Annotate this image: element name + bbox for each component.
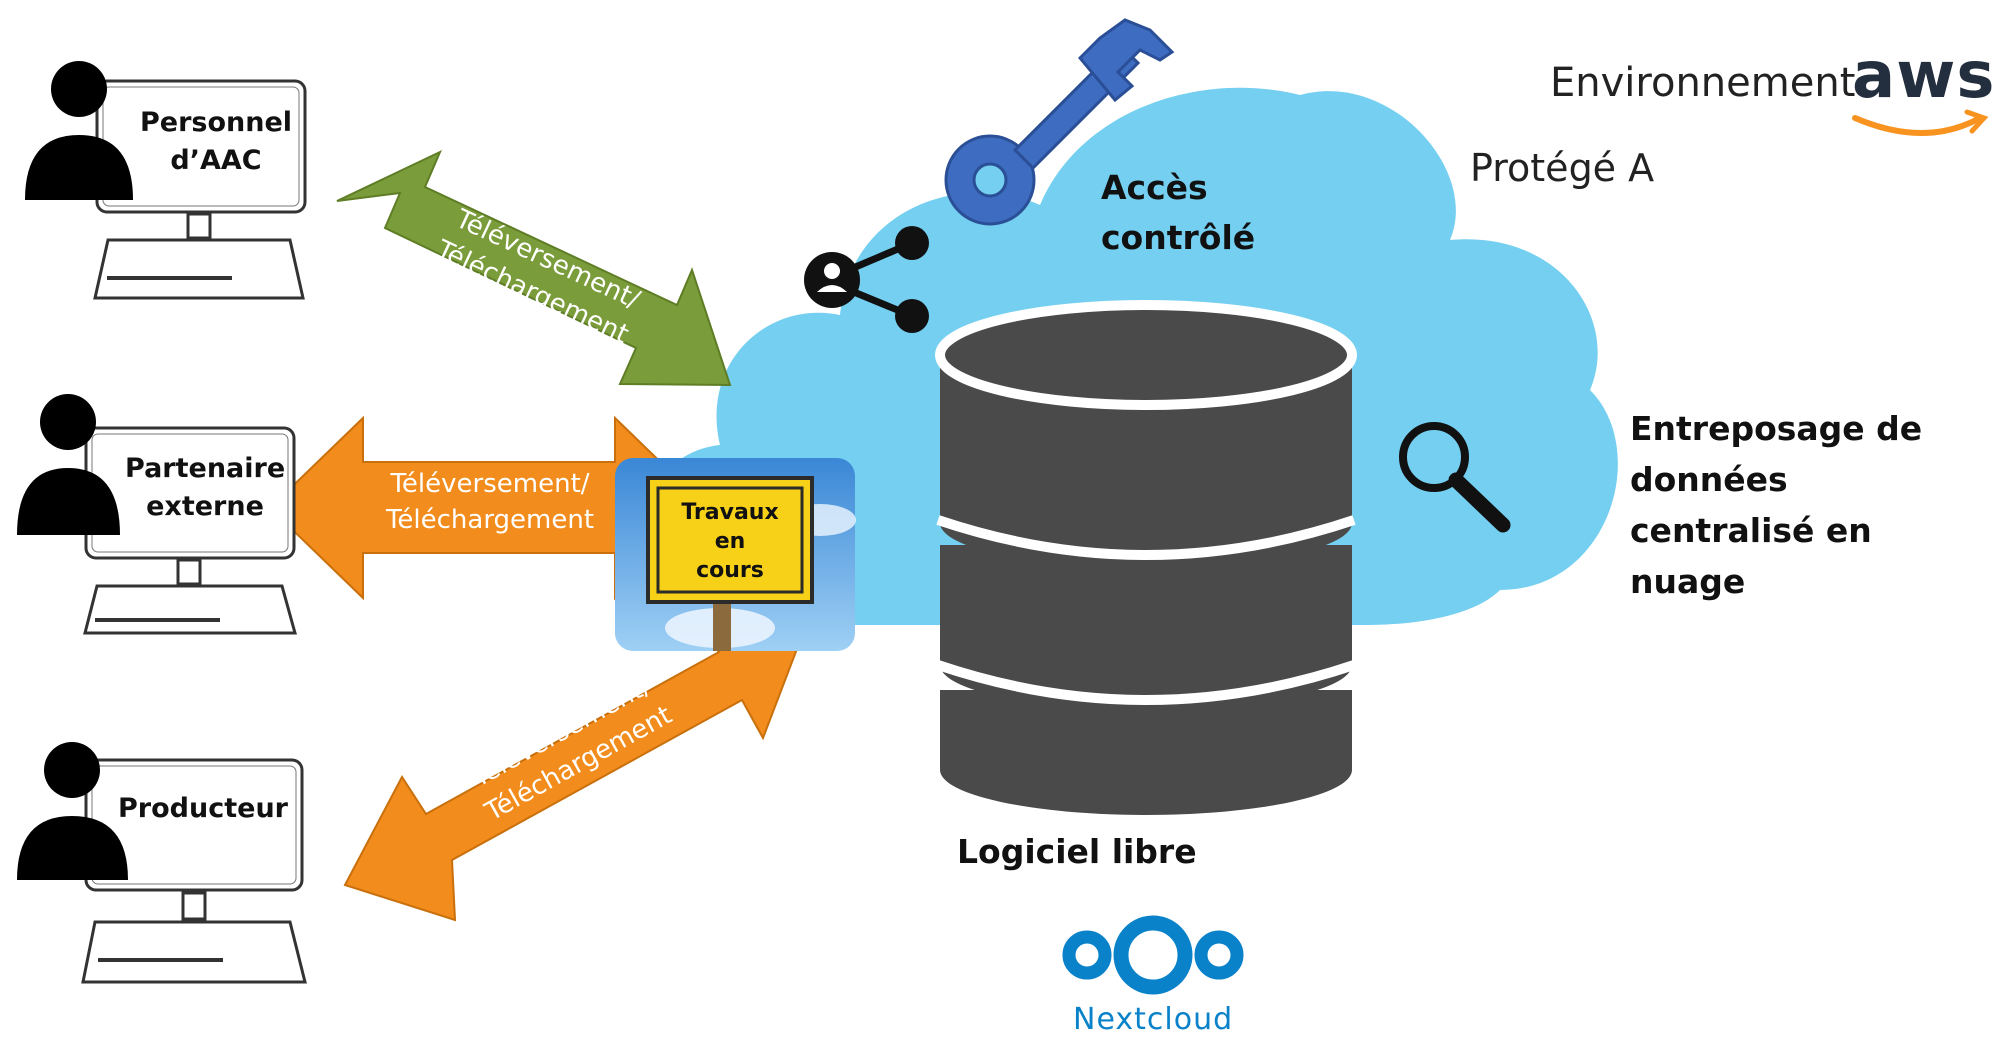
nextcloud-logo <box>1062 915 1244 995</box>
user-2-line1: Partenaire <box>125 453 286 484</box>
share-icon <box>804 226 929 333</box>
user-label-partner: Partenaire externe <box>125 450 285 526</box>
user-2-line2: externe <box>146 491 264 522</box>
software-label: Logiciel libre <box>957 832 1197 871</box>
aws-logo <box>1852 109 1989 136</box>
aws-wordmark: aws <box>1852 39 1996 113</box>
storage-line3: centralisé en <box>1630 511 1872 550</box>
user-1-line1: Personnel <box>139 107 293 138</box>
storage-line2: données <box>1630 460 1788 499</box>
access-line2: contrôlé <box>1101 218 1256 257</box>
environment-label: Environnement <box>1550 60 1856 106</box>
search-icon <box>1399 422 1511 533</box>
transfer-arrow-1 <box>336 149 732 387</box>
user-label-staff: Personnel d’AAC <box>136 104 296 180</box>
access-label: Accès contrôlé <box>1101 163 1255 263</box>
workstation-2 <box>17 394 297 635</box>
transfer-label-2: Téléversement/ Téléchargement <box>340 466 640 538</box>
sign-line3: cours <box>696 558 764 583</box>
sign-text: Travaux en cours <box>650 498 810 585</box>
storage-line1: Entreposage de <box>1630 409 1923 448</box>
transfer-2-line2: Téléchargement <box>385 505 595 535</box>
nextcloud-wordmark: Nextcloud <box>1073 1002 1234 1037</box>
key-icon <box>944 18 1175 226</box>
storage-line4: nuage <box>1630 562 1746 601</box>
user-3-line1: Producteur <box>118 793 288 824</box>
work-in-progress-image <box>615 458 856 651</box>
transfer-2-line1: Téléversement/ <box>390 469 590 499</box>
storage-label: Entreposage de données centralisé en nua… <box>1630 403 1922 607</box>
classification-label: Protégé A <box>1470 146 1655 190</box>
workstation-1 <box>25 61 307 300</box>
user-1-line2: d’AAC <box>170 145 262 176</box>
sign-line2: en <box>714 529 746 554</box>
access-line1: Accès <box>1101 168 1208 207</box>
user-label-producer: Producteur <box>118 790 288 828</box>
workstation-3 <box>17 742 307 984</box>
sign-line1: Travaux <box>681 500 779 525</box>
